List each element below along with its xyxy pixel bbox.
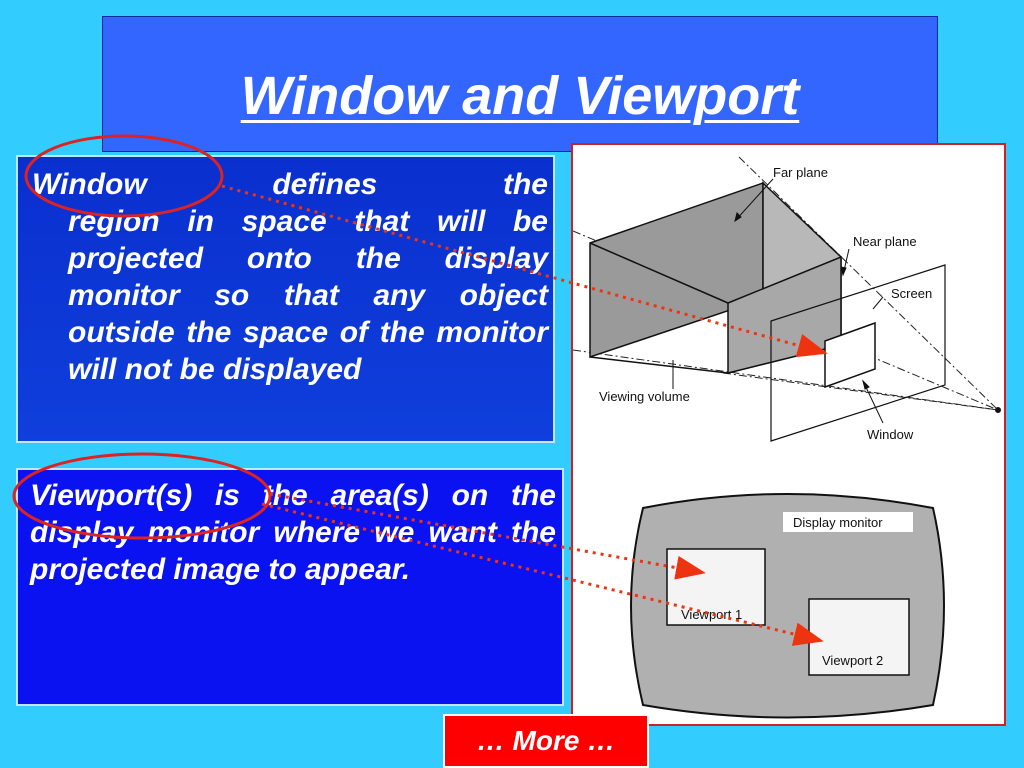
near-plane-label: Near plane (853, 234, 917, 249)
screen-plane (770, 264, 946, 442)
title-box: Window and Viewport (102, 16, 938, 152)
window-viewport-figure: Far plane Near plane Screen Viewing volu… (571, 143, 1006, 726)
more-button[interactable]: … More … (443, 714, 649, 768)
viewing-volume-label: Viewing volume (599, 389, 690, 404)
display-monitor-label-bg (783, 512, 913, 532)
slide-title: Window and Viewport (240, 66, 800, 126)
viewport1-arrow (269, 492, 706, 580)
display-monitor-label: Display monitor (793, 515, 883, 530)
far-plane-label: Far plane (773, 165, 828, 180)
viewport-highlight-ellipse (12, 452, 272, 540)
window-arrow (221, 184, 828, 358)
viewport2-label: Viewport 2 (822, 653, 883, 668)
viewport1-label: Viewport 1 (681, 607, 742, 622)
viewport2-arrow (261, 502, 824, 646)
window-rect (824, 321, 876, 389)
viewport-definition-text: Viewport(s) is the area(s) on the displa… (30, 479, 556, 586)
screen-label: Screen (891, 286, 932, 301)
window-definition-rest: region in space that will be projected o… (68, 205, 548, 386)
window-definition-text: Window defines the region in space that … (32, 166, 548, 388)
viewport-definition-box: Viewport(s) is the area(s) on the displa… (16, 468, 564, 706)
viewport2-rect (808, 598, 910, 676)
eye-point (995, 407, 1001, 413)
window-highlight-ellipse (24, 134, 224, 218)
window-label: Window (867, 427, 914, 442)
window-definition-lead: Window defines the (32, 168, 548, 201)
